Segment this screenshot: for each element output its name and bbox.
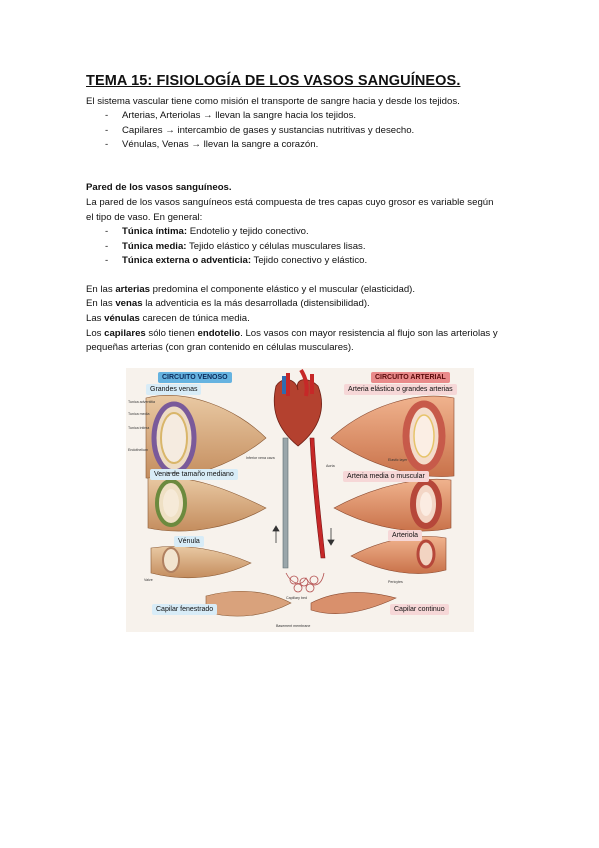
- medium-vein-label: Vena de tamaño mediano: [150, 469, 238, 480]
- label-endothelium: Endothelium: [128, 448, 148, 452]
- layer-media-desc: Tejido elástico y células musculares lis…: [189, 241, 366, 252]
- vessel-illustration: [145, 368, 455, 617]
- para-venules: Las vénulas carecen de túnica media.: [86, 313, 250, 324]
- para-capillaries: Los capilares sólo tienen endotelio. Los…: [86, 328, 498, 339]
- label-capillary-bed: Capillary bed: [286, 596, 307, 600]
- arterial-circuit-title: CIRCUITO ARTERIAL: [371, 372, 450, 383]
- arteriole-label: Arteriola: [388, 530, 423, 541]
- label-aorta: Aorta: [326, 464, 335, 468]
- label-tunica-media: Tunica media: [128, 412, 150, 416]
- list-dash: -: [105, 110, 109, 121]
- venous-circuit-title: CIRCUITO VENOSO: [158, 372, 232, 383]
- term-venulas: vénulas: [104, 313, 140, 324]
- muscular-artery-label: Arteria media o muscular: [343, 471, 429, 482]
- continuous-capillary-shape: [310, 592, 397, 614]
- label-basement-membrane: Basement membrane: [276, 624, 311, 628]
- layer-adventitia-name: Túnica externa o adventicia:: [122, 255, 252, 266]
- vena-cava: [282, 437, 289, 569]
- layer-intima-name: Túnica íntima:: [122, 226, 188, 237]
- term-capilares: capilares: [104, 328, 146, 339]
- intro-item-arteries: Arterias, Arteriolas → llevan la sangre …: [122, 110, 357, 121]
- list-dash: -: [105, 226, 109, 237]
- section-paragraph-line-2: el tipo de vaso. En general:: [86, 212, 203, 223]
- fenestrated-capillary-shape: [205, 590, 292, 617]
- layer-intima: Túnica íntima: Endotelio y tejido conect…: [122, 226, 309, 237]
- elastic-artery-label: Arteria elástica o grandes arterias: [344, 384, 457, 395]
- term-arterias: arterias: [115, 284, 151, 295]
- page-title: TEMA 15: FISIOLOGÍA DE LOS VASOS SANGUÍN…: [86, 73, 461, 89]
- term-venas: venas: [115, 298, 143, 309]
- layer-adventitia-desc: Tejido conectivo y elástico.: [253, 255, 368, 266]
- label-elastic-layer: Elastic layer: [388, 458, 408, 462]
- intro-item-capillaries: Capilares → intercambio de gases y susta…: [122, 125, 415, 136]
- section-heading: Pared de los vasos sanguíneos.: [86, 182, 232, 193]
- label-tunica-adventitia: Tunica adventitia: [128, 400, 156, 404]
- layer-media-name: Túnica media:: [122, 241, 187, 252]
- layer-adventitia: Túnica externa o adventicia: Tejido cone…: [122, 255, 367, 266]
- term-endotelio: endotelio: [197, 328, 241, 339]
- list-dash: -: [105, 241, 109, 252]
- heart: [273, 379, 322, 447]
- list-dash: -: [105, 125, 109, 136]
- capillary-network: [285, 572, 325, 593]
- continuous-capillary-label: Capilar continuo: [390, 604, 449, 615]
- layer-media: Túnica media: Tejido elástico y células …: [122, 241, 366, 252]
- list-dash: -: [105, 255, 109, 266]
- layer-intima-desc: Endotelio y tejido conectivo.: [189, 226, 309, 237]
- label-lumen: Lumen: [166, 471, 177, 475]
- intro-paragraph: El sistema vascular tiene como misión el…: [86, 96, 460, 107]
- intro-item-veins: Vénulas, Venas → llevan la sangre a cora…: [122, 139, 319, 150]
- label-pericytes: Pericytes: [388, 580, 403, 584]
- big-veins-label: Grandes venas: [146, 384, 202, 395]
- label-valve: Valve: [144, 578, 153, 582]
- aorta: [309, 437, 326, 559]
- para-small-arteries: pequeñas arterias (con gran contenido en…: [86, 342, 354, 353]
- venule-label: Vénula: [174, 536, 204, 547]
- label-tunica-intima: Tunica intima: [128, 426, 150, 430]
- para-arteries: En las arterias predomina el componente …: [86, 284, 416, 295]
- fenestrated-capillary-label: Capilar fenestrado: [152, 604, 218, 615]
- label-inferior-vena-cava: Inferior vena cava: [246, 456, 275, 460]
- section-paragraph-line-1: La pared de los vasos sanguíneos está co…: [86, 197, 494, 208]
- para-veins: En las venas la adventicia es la más des…: [86, 298, 370, 309]
- list-dash: -: [105, 139, 109, 150]
- blood-vessel-figure: CIRCUITO VENOSO CIRCUITO ARTERIAL Grande…: [126, 368, 474, 632]
